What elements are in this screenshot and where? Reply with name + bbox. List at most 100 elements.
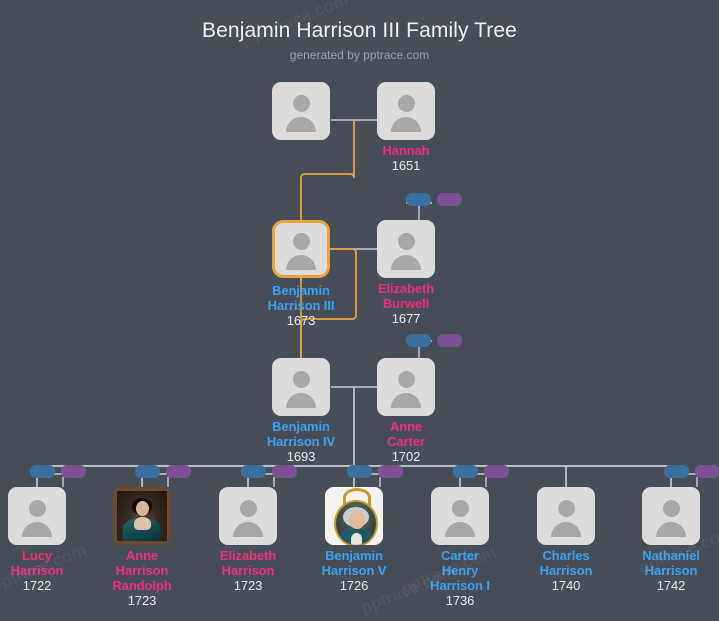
person-labels: Benjamin Harrison IV 1693: [240, 419, 362, 464]
spouse-pill-blue-icon[interactable]: [406, 193, 431, 206]
person-name: Anne Harrison Randolph: [112, 548, 172, 593]
spouse-pill-purple-icon[interactable]: [695, 465, 719, 478]
person-labels: Anne Harrison Randolph 1723: [81, 548, 203, 608]
person-year: 1736: [445, 593, 475, 608]
person-year: 1742: [656, 578, 686, 593]
avatar-card[interactable]: [537, 487, 595, 545]
person-placeholder-icon-body: [286, 255, 316, 270]
person-node-anne-carter[interactable]: Anne Carter 1702: [377, 334, 462, 464]
spouse-pill-purple-icon[interactable]: [272, 465, 297, 478]
avatar-card[interactable]: [642, 487, 700, 545]
avatar-card[interactable]: [272, 82, 330, 140]
person-labels: Elizabeth Burwell 1677: [345, 281, 467, 326]
avatar-card-portrait[interactable]: [325, 487, 383, 545]
person-placeholder-icon-body: [656, 522, 686, 537]
spouse-pill-blue-icon[interactable]: [453, 465, 478, 478]
avatar-card[interactable]: [377, 220, 435, 278]
spouse-pill-badges[interactable]: [664, 465, 719, 478]
spouse-pill-purple-icon[interactable]: [166, 465, 191, 478]
person-node-elizabeth-burwell[interactable]: Elizabeth Burwell 1677: [377, 193, 462, 326]
spouse-pill-blue-icon[interactable]: [347, 465, 372, 478]
spouse-pill-blue-icon[interactable]: [30, 465, 55, 478]
person-year: 1651: [391, 158, 421, 173]
person-name: Benjamin Harrison V: [321, 548, 387, 578]
spouse-pill-badges[interactable]: [241, 465, 297, 478]
person-placeholder-icon: [451, 500, 469, 517]
spouse-pill-purple-icon[interactable]: [61, 465, 86, 478]
person-placeholder-icon: [397, 95, 415, 112]
avatar-card[interactable]: [8, 487, 66, 545]
person-labels: Nathaniel Harrison 1742: [610, 548, 719, 593]
person-name: Anne Carter: [387, 419, 425, 449]
spouse-pill-purple-icon[interactable]: [437, 334, 462, 347]
person-year: 1723: [233, 578, 263, 593]
person-placeholder-icon: [397, 233, 415, 250]
spouse-pill-blue-icon[interactable]: [241, 465, 266, 478]
person-node-benjamin-harrison-v[interactable]: Benjamin Harrison V 1726: [322, 465, 403, 593]
person-node-benjamin-harrison-iv[interactable]: Benjamin Harrison IV 1693: [267, 358, 335, 464]
person-labels: Carter Henry Harrison I 1736: [399, 548, 521, 608]
spouse-pill-blue-icon[interactable]: [664, 465, 689, 478]
person-labels: Hannah 1651: [345, 143, 467, 173]
person-name: Elizabeth Burwell: [377, 281, 435, 311]
spouse-pill-badges[interactable]: [135, 465, 191, 478]
person-node-elizabeth-harrison[interactable]: Elizabeth Harrison 1723: [219, 465, 297, 593]
person-placeholder-icon: [292, 371, 310, 388]
person-placeholder-icon-body: [551, 522, 581, 537]
spouse-pill-purple-icon[interactable]: [378, 465, 403, 478]
person-year: 1702: [391, 449, 421, 464]
spouse-pill-blue-icon[interactable]: [135, 465, 160, 478]
person-placeholder-icon-body: [286, 117, 316, 132]
person-node-unknown-spouse[interactable]: [272, 82, 330, 140]
avatar-card-focused[interactable]: [272, 220, 330, 278]
person-placeholder-icon-body: [391, 393, 421, 408]
person-placeholder-icon-body: [22, 522, 52, 537]
person-placeholder-icon: [28, 500, 46, 517]
person-node-carter-henry-harrison-i[interactable]: Carter Henry Harrison I 1736: [430, 465, 509, 608]
person-year: 1673: [286, 313, 316, 328]
person-node-benjamin-harrison-iii[interactable]: Benjamin Harrison III 1673: [268, 220, 334, 328]
avatar-card[interactable]: [377, 82, 435, 140]
person-name: Benjamin Harrison IV: [266, 419, 336, 449]
avatar-card[interactable]: [272, 358, 330, 416]
person-placeholder-icon-body: [286, 393, 316, 408]
person-labels: Charles Harrison 1740: [505, 548, 627, 593]
person-placeholder-icon: [662, 500, 680, 517]
person-name: Benjamin Harrison III: [267, 283, 335, 313]
person-placeholder-icon-body: [445, 522, 475, 537]
person-labels: Benjamin Harrison V 1726: [293, 548, 415, 593]
person-placeholder-icon-body: [391, 117, 421, 132]
person-node-hannah[interactable]: Hannah 1651: [377, 82, 435, 173]
person-name: Nathaniel Harrison: [642, 548, 700, 578]
portrait-benjamin-harrison-v: [325, 487, 383, 545]
person-name: Lucy Harrison: [10, 548, 64, 578]
spouse-pill-badges[interactable]: [347, 465, 403, 478]
avatar-card[interactable]: [431, 487, 489, 545]
person-name: Carter Henry Harrison I: [430, 548, 490, 593]
avatar-card-portrait[interactable]: [113, 487, 171, 545]
spouse-pill-badges[interactable]: [30, 465, 86, 478]
spouse-pill-badges[interactable]: [406, 334, 462, 347]
person-year: 1693: [286, 449, 316, 464]
person-name: Elizabeth Harrison: [219, 548, 277, 578]
person-node-charles-harrison[interactable]: Charles Harrison 1740: [537, 487, 595, 593]
person-year: 1740: [551, 578, 581, 593]
person-name: Hannah: [382, 143, 430, 158]
person-labels: Lucy Harrison 1722: [0, 548, 98, 593]
person-node-nathaniel-harrison[interactable]: Nathaniel Harrison 1742: [642, 465, 719, 593]
person-placeholder-icon-body: [233, 522, 263, 537]
spouse-pill-purple-icon[interactable]: [484, 465, 509, 478]
avatar-card[interactable]: [377, 358, 435, 416]
spouse-pill-purple-icon[interactable]: [437, 193, 462, 206]
person-node-anne-harrison-randolph[interactable]: Anne Harrison Randolph 1723: [112, 465, 191, 608]
person-placeholder-icon: [292, 95, 310, 112]
person-node-lucy-harrison[interactable]: Lucy Harrison 1722: [8, 465, 86, 593]
avatar-card[interactable]: [219, 487, 277, 545]
spouse-pill-badges[interactable]: [406, 193, 462, 206]
person-labels: Benjamin Harrison III 1673: [240, 283, 362, 328]
person-placeholder-icon: [292, 233, 310, 250]
spouse-pill-blue-icon[interactable]: [406, 334, 431, 347]
person-year: 1677: [391, 311, 421, 326]
spouse-pill-badges[interactable]: [453, 465, 509, 478]
